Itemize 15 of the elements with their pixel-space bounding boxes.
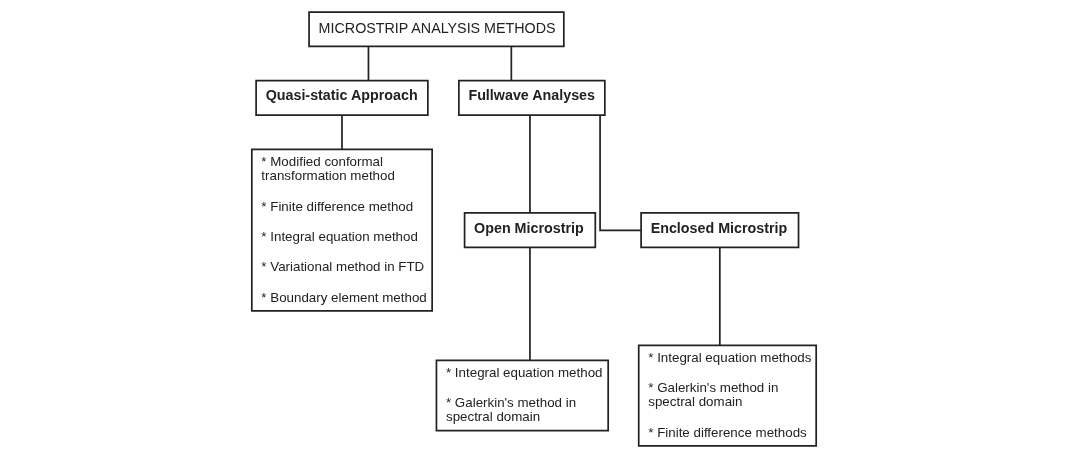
node-box: * Integral equation method * Galerkin's method in spectral domain <box>435 359 610 432</box>
connector <box>529 246 531 362</box>
connector <box>599 114 642 232</box>
connector <box>510 45 513 82</box>
node-box: Fullwave Analyses <box>458 79 606 116</box>
node-box: MICROSTRIP ANALYSIS METHODS <box>308 11 565 48</box>
node-box: Quasi-static Approach <box>255 79 429 116</box>
connector <box>718 246 721 347</box>
node-box: Open Microstrip <box>463 212 597 249</box>
connector <box>529 114 531 214</box>
connector <box>341 114 343 150</box>
node-box: Enclosed Microstrip <box>640 212 800 249</box>
node-box: * Modified conformal transformation method * Finite difference method * Integral equation method * Variational method in FTD * Boundary element method <box>250 148 433 312</box>
node-box: * Integral equation methods * Galerkin's method in spectral domain * Finite difference methods <box>637 344 818 447</box>
connector <box>367 45 370 82</box>
